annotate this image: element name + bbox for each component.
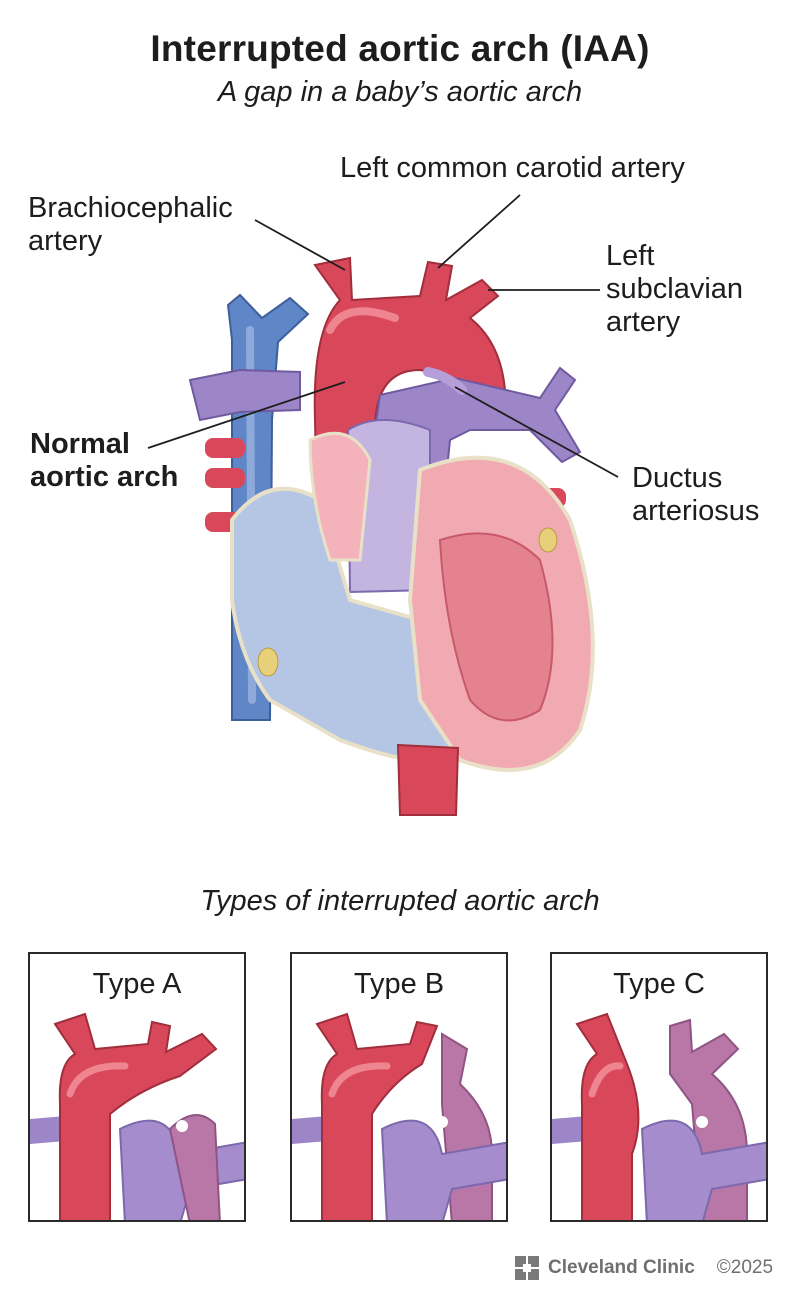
panel-type-b: Type B xyxy=(290,952,508,1222)
label-ductus-arteriosus: Ductus arteriosus xyxy=(632,462,760,527)
panel-type-a: Type A xyxy=(28,952,246,1222)
label-brachiocephalic: Brachiocephalic artery xyxy=(28,192,233,257)
coronary-fat-left xyxy=(538,527,558,553)
footer: Cleveland Clinic ©2025 xyxy=(514,1253,773,1283)
label-left-common-carotid: Left common carotid artery xyxy=(340,152,685,184)
type-a-illustration xyxy=(30,1012,244,1220)
type-b-illustration xyxy=(292,1012,506,1220)
coronary-fat-right xyxy=(257,647,279,677)
cleveland-clinic-logo-icon xyxy=(515,1256,539,1280)
heart-illustration xyxy=(147,194,619,816)
panel-title-type-a: Type A xyxy=(92,968,182,1000)
panel-title-type-c: Type C xyxy=(613,968,705,1000)
panel-title-type-b: Type B xyxy=(353,968,445,1000)
right-pulmonary-artery xyxy=(188,368,301,422)
ductus-arteriosus xyxy=(423,367,467,395)
descending-aorta xyxy=(396,743,460,816)
left-atrium xyxy=(308,431,372,562)
label-normal-aortic-arch: Normal aortic arch xyxy=(30,428,179,493)
types-heading: Types of interrupted aortic arch xyxy=(200,885,600,917)
brand-name: Cleveland Clinic xyxy=(548,1257,695,1278)
page-subtitle: A gap in a baby’s aortic arch xyxy=(217,76,583,108)
leader-lines xyxy=(147,194,619,478)
panel-type-c: Type C xyxy=(550,952,768,1222)
type-c-illustration xyxy=(552,1012,766,1220)
label-left-subclavian: Left subclavian artery xyxy=(606,240,744,338)
page-title: Interrupted aortic arch (IAA) xyxy=(150,28,650,69)
copyright: ©2025 xyxy=(716,1257,774,1278)
